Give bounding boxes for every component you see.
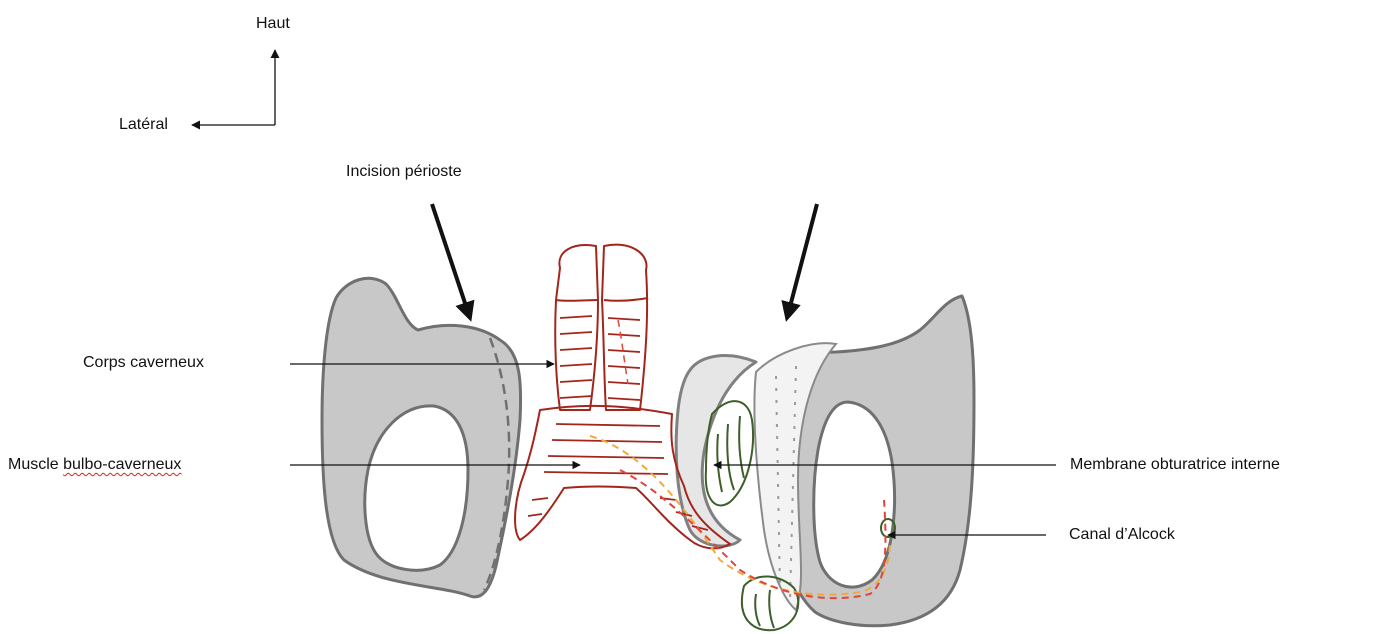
left-hip-bone [322, 278, 521, 597]
muscle-bulbo-word1: Muscle [8, 456, 63, 473]
right-hip-bone [754, 296, 974, 626]
right-obturator-foramen [814, 402, 895, 587]
incision-arrow-left [432, 204, 470, 318]
up-label: Haut [256, 14, 290, 34]
corps-caverneux-label: Corps caverneux [83, 353, 204, 373]
orientation-indicator [192, 50, 275, 125]
incision-arrow-right [787, 204, 817, 318]
lateral-label: Latéral [119, 115, 168, 135]
muscle-bulbo-word2: bulbo-caverneux [63, 456, 181, 473]
muscle-bulbo-label: Muscle bulbo-caverneux [8, 455, 181, 475]
membrane-label: Membrane obturatrice interne [1070, 455, 1280, 475]
incision-label: Incision périoste [346, 162, 462, 182]
obturator-membrane-band [676, 356, 756, 546]
alcock-label: Canal d’Alcock [1069, 525, 1175, 545]
